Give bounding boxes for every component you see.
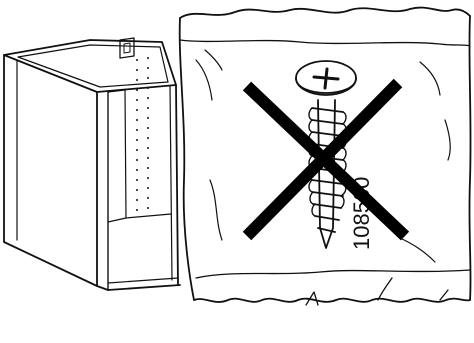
cabinet-frame-icon <box>3 37 181 291</box>
prohibited-cross-icon <box>242 78 410 241</box>
screw-bag-icon <box>178 6 472 306</box>
screw-icon <box>295 60 357 249</box>
cabinet-holes <box>136 57 149 211</box>
